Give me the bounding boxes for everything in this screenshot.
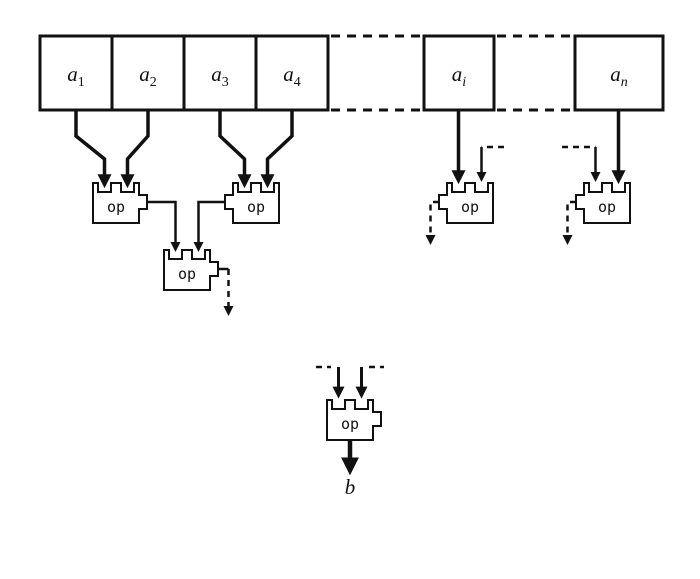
connector-a4-to-op [260, 110, 294, 189]
op-unit-label: op [341, 415, 359, 433]
op-unit-label: op [461, 198, 479, 216]
array-cell-label: a1 [67, 62, 85, 90]
op-unit-outline [326, 399, 382, 441]
connector-an-op-output-dashed [562, 200, 576, 245]
funnel-connectors [74, 110, 626, 189]
op-connectors [147, 200, 225, 252]
dashed-links [218, 145, 601, 399]
op-unit: op [575, 182, 631, 224]
array-cell: a1 [38, 34, 114, 112]
final-result: b [341, 441, 359, 499]
op-unit-label: op [107, 198, 125, 216]
op-unit-label: op [178, 265, 196, 283]
connector-ai-op-output-dashed [425, 200, 439, 245]
array-cell: an [573, 34, 665, 112]
op-unit: op [92, 182, 148, 224]
connector-a3-to-op [218, 110, 252, 189]
connector-op2-to-op3 [193, 200, 225, 252]
array-cell-label: a2 [139, 62, 157, 90]
array-cell-label: a3 [211, 62, 229, 90]
array-cell: a2 [110, 34, 186, 112]
connector-a1-to-op [74, 110, 112, 189]
connector-a2-to-op [120, 110, 150, 189]
array-cell: ai [422, 34, 496, 112]
op-unit-outline [438, 182, 494, 224]
op-unit-outline [163, 249, 219, 291]
array-cell-label: a4 [283, 62, 301, 90]
op-unit: op [438, 182, 494, 224]
connector-op1-to-op3 [147, 200, 181, 252]
op-unit-outline [92, 182, 148, 224]
array-cell-label: ai [452, 62, 467, 90]
op-unit-outline [575, 182, 631, 224]
array-cell-label: an [610, 62, 628, 90]
input-array: a1 a2 a3 a4 ai an [38, 34, 665, 112]
op-unit-outline [224, 182, 280, 224]
op-unit-label: op [598, 198, 616, 216]
result-label: b [345, 475, 356, 499]
op-unit-label: op [247, 198, 265, 216]
array-cell: a3 [182, 34, 258, 112]
op-unit: op [326, 399, 382, 441]
array-cell: a4 [254, 34, 330, 112]
op-unit: op [163, 249, 219, 291]
op-unit: op [224, 182, 280, 224]
